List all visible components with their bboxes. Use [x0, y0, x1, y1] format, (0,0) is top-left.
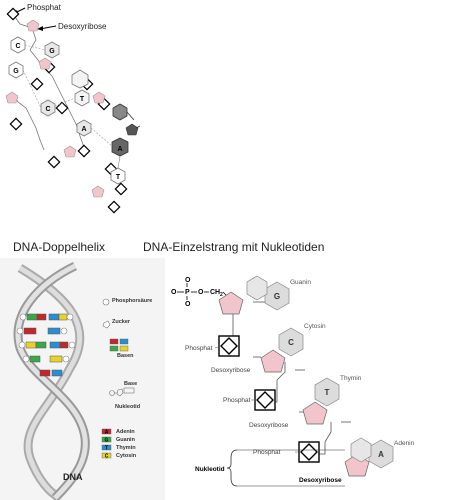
strand-phosphat-label: Phosphat — [253, 449, 281, 456]
base-hexagon-dark — [112, 103, 128, 121]
desoxyribose-pentagon — [218, 291, 244, 315]
thymin-swatch — [101, 444, 112, 451]
base-hexagon — [8, 61, 24, 79]
adenin-swatch — [101, 428, 112, 435]
legend-guanin: Guanin — [116, 437, 135, 443]
phosphate-formula: O P O CH 2 O O — [171, 277, 223, 308]
legend-adenin: Adenin — [116, 429, 135, 435]
formula-ch: CH — [210, 289, 220, 296]
base-letter: T — [80, 96, 85, 103]
base-letter: A — [81, 126, 86, 133]
formula-subscript: 2 — [220, 292, 223, 298]
strand-base-name: Adenin — [394, 440, 415, 447]
nukleotid-bracket — [226, 449, 238, 487]
desoxyribose-pentagon — [260, 349, 286, 373]
phosphorsaeure-icon — [102, 298, 110, 306]
phosphate-diamond — [9, 117, 23, 131]
phosphate-diamond — [30, 77, 44, 91]
strand-base-name: Guanin — [290, 279, 311, 286]
base-hexagon — [110, 167, 126, 185]
nukleotid-icon — [109, 387, 135, 397]
base-hexagon-t — [314, 377, 340, 407]
svg-text:G: G — [105, 438, 109, 444]
base-hexagon — [71, 69, 89, 89]
base-hexagon — [76, 119, 92, 137]
legend-base: Base — [124, 381, 138, 387]
legend-basen: Basen — [117, 353, 134, 359]
base-letter: T — [116, 174, 121, 181]
phosphate-diamond — [55, 101, 69, 115]
formula-o: O — [171, 289, 177, 296]
phosphat-label: Phosphat — [27, 3, 62, 12]
sugar-pentagon — [5, 91, 19, 104]
sugar-pentagon — [92, 91, 106, 104]
base-letter: C — [15, 43, 20, 50]
formula-p: P — [185, 289, 190, 296]
legend-nukleotid: Nukleotid — [115, 404, 141, 410]
legend-thymin: Thymin — [116, 445, 136, 451]
desoxyribose-label: Desoxyribose — [58, 22, 107, 31]
strand-base-letter-c: C — [288, 338, 294, 347]
sugar-pentagon — [38, 57, 52, 70]
phosphate-diamond — [107, 200, 121, 214]
base-letter: G — [49, 48, 55, 55]
strand-base-letter-a: A — [378, 450, 384, 459]
svg-text:T: T — [105, 446, 108, 452]
nukleotid-label: Nukleotid — [195, 466, 225, 473]
strand-desoxyribose-label-bold: Desoxyribose — [299, 477, 342, 484]
caption-einzelstrang: DNA-Einzelstrang mit Nukleotiden — [143, 240, 325, 254]
top-nucleotide-diagram: C G G C T A A T Phosphat Desoxyribose — [5, 3, 141, 214]
base-letter: C — [45, 106, 50, 113]
double-helix-figure: A G T C — [0, 258, 165, 500]
guanin-swatch — [101, 436, 112, 443]
strand-phosphat-label: Phosphat — [223, 397, 251, 404]
base-hexagon — [74, 89, 90, 107]
legend-zucker: Zucker — [112, 319, 131, 325]
phosphate-diamond — [47, 155, 61, 169]
sugar-pentagon — [26, 19, 40, 32]
dna-label: DNA — [63, 472, 83, 482]
formula-o: O — [198, 289, 204, 296]
formula-o: O — [185, 301, 191, 308]
strand-base-name: Cytosin — [304, 323, 326, 330]
strand-base-name: Thymin — [340, 375, 362, 382]
strand-desoxyribose-label: Desoxyribose — [249, 422, 289, 429]
base-hexagon — [44, 41, 60, 59]
strand-desoxyribose-label: Desoxyribose — [211, 367, 251, 374]
strand-base-letter-g: G — [274, 292, 280, 301]
caption-doppelhelix: DNA-Doppelhelix — [13, 240, 106, 254]
formula-o: O — [185, 277, 191, 284]
desoxyribose-pentagon — [302, 401, 328, 425]
strand-phosphat-label: Phosphat — [185, 345, 213, 352]
basen-icon — [109, 338, 129, 352]
base-hexagon — [40, 99, 56, 117]
phosphate-diamond — [114, 182, 128, 196]
single-strand-figure: O P O CH 2 O O — [171, 275, 415, 487]
svg-text:C: C — [105, 454, 109, 460]
phosphate-diamond — [77, 144, 91, 158]
legend-cytosin: Cytosin — [116, 453, 137, 459]
base-letter: G — [13, 68, 19, 75]
strand-base-letter-t: T — [325, 388, 330, 397]
sugar-pentagon — [91, 185, 105, 198]
cytosin-swatch — [101, 452, 112, 459]
phosphate-diamond — [6, 7, 20, 21]
base-letter: A — [117, 146, 122, 153]
base-hexagon — [10, 36, 26, 54]
sugar-pentagon — [63, 145, 77, 158]
zucker-icon — [102, 320, 111, 329]
svg-text:A: A — [105, 430, 109, 436]
legend-phosphorsaeure: Phosphorsäure — [112, 298, 153, 304]
base-hexagon-c — [278, 327, 304, 357]
